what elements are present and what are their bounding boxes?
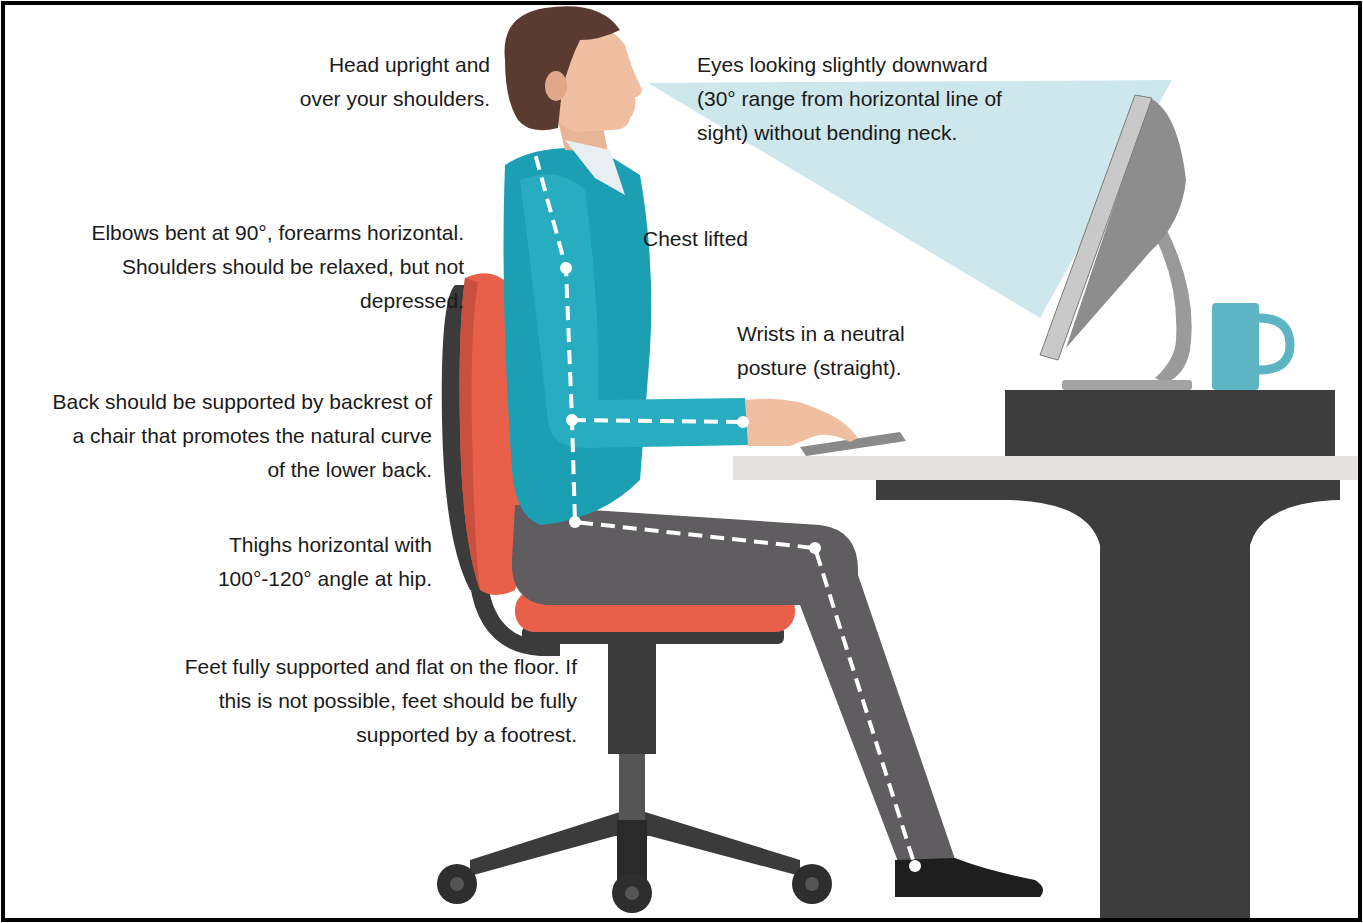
chair-wheel <box>792 864 832 904</box>
leg <box>512 505 958 872</box>
ear <box>545 71 567 101</box>
guide-dot <box>566 414 578 426</box>
chair-post <box>608 642 656 754</box>
callout-text: Chest lifted <box>643 222 803 256</box>
callout-text: Feet fully supported and flat on the flo… <box>147 650 577 752</box>
monitor-screen <box>1040 95 1152 360</box>
callout-text: Head upright and over your shoulders. <box>290 48 490 116</box>
callout-text: Back should be supported by backrest of … <box>52 385 432 487</box>
guide-dot <box>909 860 921 872</box>
guide-dot <box>809 542 821 554</box>
person <box>504 6 1044 897</box>
mug-body <box>1212 303 1259 390</box>
guide-dots <box>524 129 921 872</box>
guide-dot <box>524 129 536 141</box>
callout-text: Eyes looking slightly downward (30° rang… <box>697 48 1017 150</box>
mug <box>1212 303 1290 390</box>
guide-dot <box>569 516 581 528</box>
guide-dot <box>737 416 749 428</box>
chair-wheel <box>437 864 477 904</box>
spine-leg-guide <box>530 135 915 866</box>
arm <box>520 174 750 448</box>
hair <box>505 6 621 130</box>
forearm-guide <box>572 420 743 422</box>
chair-wheel-hub <box>625 886 639 900</box>
shoe <box>895 858 1043 897</box>
callout-text: Thighs horizontal with 100°-120° angle a… <box>152 528 432 596</box>
chair-front-leg <box>617 820 647 882</box>
posture-guide <box>530 135 915 866</box>
callout-text: Wrists in a neutral posture (straight). <box>737 317 952 385</box>
chair-wheel-hub <box>450 877 464 891</box>
monitor-base <box>1062 380 1192 390</box>
desk-top <box>733 456 1360 480</box>
mug-handle <box>1259 318 1290 370</box>
chair-post-lower <box>619 750 645 820</box>
monitor-riser <box>1005 390 1335 456</box>
chair-backrest-shade <box>460 278 480 590</box>
monitor <box>1040 95 1192 390</box>
chair-wheel-hub <box>805 877 819 891</box>
chair-wheel <box>612 873 652 913</box>
frame <box>3 3 1360 920</box>
callout-text: Elbows bent at 90°, forearms horizontal.… <box>34 216 464 318</box>
guide-dot <box>560 262 572 274</box>
hand <box>745 399 858 446</box>
